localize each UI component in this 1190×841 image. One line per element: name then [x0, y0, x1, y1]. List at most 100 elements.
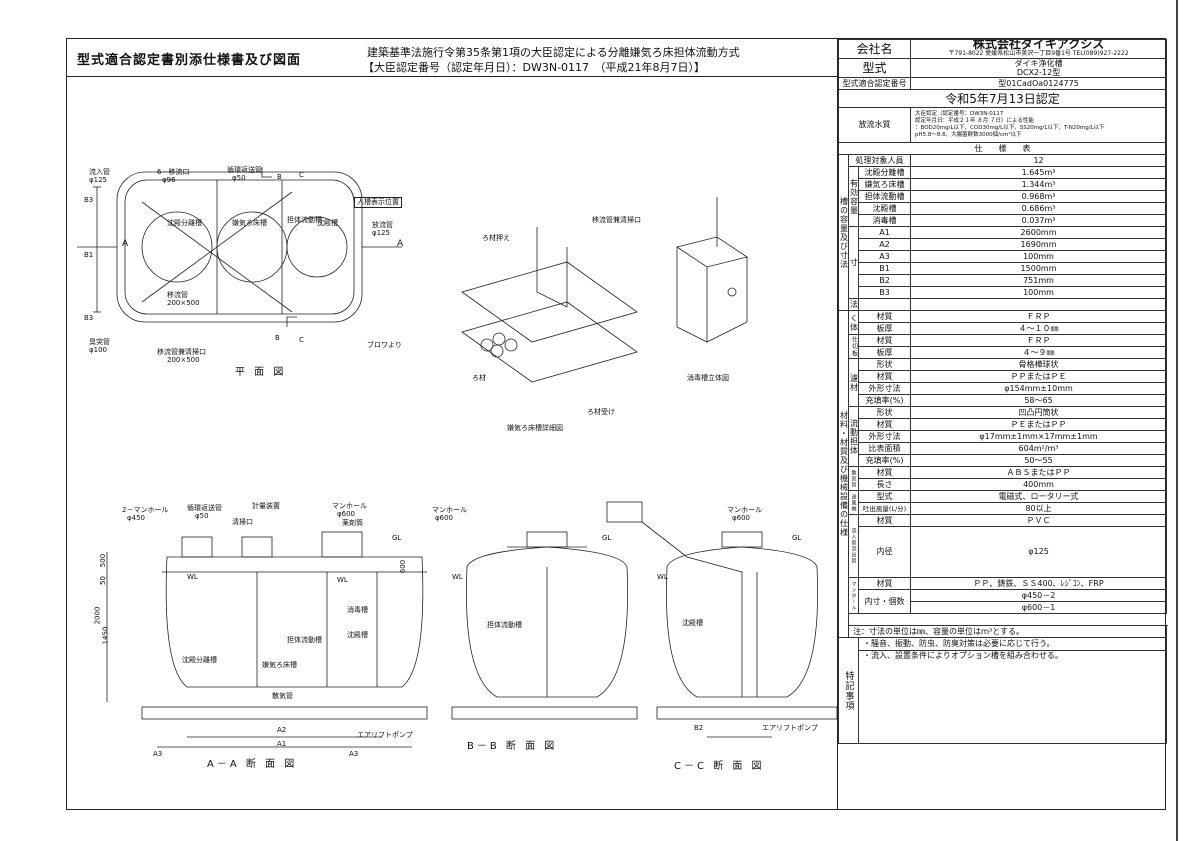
outflow-pipe-label: 放流管 — [372, 221, 393, 229]
material-row-name: 充填率(%) — [857, 394, 912, 407]
model-name: ダイキ浄化槽 — [1014, 59, 1063, 69]
material-row-value: φ17mm±1mm×17mm±1mm — [910, 430, 1168, 443]
cc-wl-label: WL — [657, 573, 668, 581]
material-row-name: 比表面積 — [857, 442, 912, 455]
section-bb-title: B－B 断 面 図 — [467, 741, 558, 752]
cc-settling-tank-label: 沈殿槽 — [682, 619, 703, 627]
material-row-value: ＦＲＰ — [910, 334, 1168, 347]
aa-a1-dim: A1 — [277, 740, 287, 748]
section-cc-drawing — [606, 501, 837, 738]
technical-drawings — [77, 167, 837, 748]
cleaning-port-label: 移流管兼清掃口 — [157, 348, 206, 356]
inflow-pipe-diameter: φ125 — [89, 176, 107, 184]
material-row-name: 型式 — [857, 490, 912, 503]
cleaning-port-size: 200×500 — [167, 356, 200, 364]
manhole-material-label: 材質 — [857, 577, 912, 590]
special-note-2: ・流入、設置条件によりオプション槽を組み合わせる。 — [857, 650, 1168, 744]
body-group-label: く体 — [848, 310, 859, 335]
return-pipe-diameter: φ50 — [232, 174, 246, 182]
volume-row-name: 沈殿分離槽 — [857, 166, 912, 179]
pipe-group-label: 流入管流出管 — [848, 514, 859, 578]
manhole-size-label: 内寸・個数 — [857, 589, 912, 614]
aa-gl-label: GL — [392, 534, 402, 542]
filter-group-label: 濾材 — [848, 358, 859, 407]
material-row-value: 骨格樺球状 — [910, 358, 1168, 371]
sheet-subtitle-method: 建築基準法施行令第35条第1項の大臣認定による分離嫌気ろ床担体流動方式 — [367, 46, 740, 59]
bb-gl-label: GL — [602, 534, 612, 542]
return-pipe-label: 循環返送管 — [227, 166, 262, 174]
material-row-name: 充填率(%) — [857, 454, 912, 467]
filter-rest-label: ろ材受け — [587, 408, 615, 416]
bb-manhole-diameter: φ600 — [435, 514, 453, 522]
volume-row-value: 0.968m³ — [910, 190, 1168, 203]
aa-wl-left: WL — [187, 573, 198, 581]
spec-table: 会社名 株式会社ダイキアクシス〒791-8022 愛媛県松山市美沢一丁目9番1号… — [837, 39, 1168, 744]
cc-b2-dim: B2 — [694, 724, 704, 732]
aa-manhole600-label: マンホール — [332, 502, 367, 510]
cert-number-label: 型式適合認定番号 — [837, 77, 912, 90]
volume-row-value: 1.344m³ — [910, 178, 1168, 191]
material-row-name: 材質 — [857, 334, 912, 347]
plan-view-title: 平 面 図 — [235, 367, 287, 378]
dimension-row-value: 1690mm — [910, 238, 1168, 251]
material-row-name: 材質 — [857, 310, 912, 323]
aa-carrier-tank-label: 担体流動槽 — [287, 636, 322, 644]
material-row-name: 長さ — [857, 478, 912, 491]
disinfect-tank-3d-drawing — [676, 197, 748, 343]
filter-bed-detail-title: 嫌気ろ床槽詳細図 — [507, 424, 563, 432]
aa-manhole600-diameter: φ600 — [337, 510, 355, 518]
material-row-name: 形状 — [857, 358, 912, 371]
material-row-name: 材質 — [857, 514, 912, 527]
material-row-value: ＡＢＳまたはＰＰ — [910, 466, 1168, 479]
volume-row-value: 0.037m³ — [910, 214, 1168, 227]
transfer-port-diameter: φ96 — [162, 176, 176, 184]
discharge-line-1: 大臣認定（認定番号：DW3N-0117 — [915, 111, 1004, 117]
material-row-name: 材質 — [857, 466, 912, 479]
plan-transfer-pipe-size: 200×500 — [167, 299, 200, 307]
model-label: 型式 — [837, 58, 912, 78]
sheet-header: 型式適合認定書別添仕様書及び図面 建築基準法施行令第35条第1項の大臣認定による… — [67, 39, 837, 77]
discharge-line-2: 認定年月日：平成２１年 ８月 ７日）による性能 — [915, 118, 1034, 124]
materials-group-label: 材料・材質及び機械設備の仕様 — [838, 310, 849, 638]
material-row-value: 58～65 — [910, 394, 1168, 407]
dimension-row-value: 100mm — [910, 250, 1168, 263]
material-row-name: 内径 — [857, 526, 912, 578]
drawing-area: 流入管 φ125 6－移流口 φ96 循環返送管 φ50 B C 人槽表示位置 … — [67, 77, 837, 809]
effective-volume-group-label: 有効容量 — [848, 166, 859, 227]
partition-group-label: 仕切板 — [848, 334, 859, 359]
dimension-row-value: 1500mm — [910, 262, 1168, 275]
cert-number: 型01CadOa0124775 — [910, 77, 1168, 90]
plan-c-marker: C — [299, 171, 304, 179]
material-row-value: 50～55 — [910, 454, 1168, 467]
disinfect-tank-3d-title: 消毒槽立体図 — [687, 374, 729, 382]
section-aa-title: A－A 断 面 図 — [207, 759, 298, 770]
sheet-subtitle-cert: 【大臣認定番号（認定年月日）：DW3N-0117 （平成21年8月7日）】 — [363, 61, 706, 74]
bb-wl-label: WL — [452, 573, 463, 581]
manhole-material-value: ＰＰ、鋳鉄、ＳＳ400、ﾚｼﾞｺﾝ、FRP — [910, 577, 1168, 590]
aa-a2-dim: A2 — [277, 726, 287, 734]
material-row-name: 材質 — [857, 418, 912, 431]
dimension-group-label: 寸 — [848, 226, 859, 299]
plan-sedimentation-separation-tank-label: 沈殿分離槽 — [167, 219, 202, 227]
page-edge-line — [1176, 0, 1178, 841]
aa-cleanout-label: 清掃口 — [232, 518, 253, 526]
dimension-row-value: 100mm — [910, 286, 1168, 299]
plan-a-marker-right: A — [397, 239, 404, 249]
aa-height-600: 600 — [399, 559, 408, 574]
material-row-name: 形状 — [857, 406, 912, 419]
people-label: 処理対象人員 — [847, 154, 912, 167]
manhole-size-1: φ450－2 — [910, 589, 1168, 602]
plan-carrier-tank-label: 担体流動槽 — [287, 216, 322, 224]
people-value: 12 — [910, 154, 1168, 167]
dimension-row-name: B2 — [857, 274, 912, 287]
aa-return-pipe-label: 循環返送管 — [187, 504, 222, 512]
aa-chemical-tube-label: 薬剤筒 — [342, 519, 363, 527]
aa-meter-label: 計量装置 — [252, 502, 280, 510]
company-address: 〒791-8022 愛媛県松山市美沢一丁目9番1号 TEL(089)927-22… — [948, 50, 1129, 57]
outflow-pipe-diameter: φ125 — [372, 229, 390, 237]
sludge-port-label: 移流管兼清掃口 — [592, 216, 641, 224]
plan-b-marker-bottom: B — [275, 334, 280, 342]
manhole-group-label: マンホール — [848, 577, 859, 614]
material-row-name: 吐出風量(L/分) — [857, 502, 912, 515]
sheet-title: 型式適合認定書別添仕様書及び図面 — [77, 53, 302, 68]
